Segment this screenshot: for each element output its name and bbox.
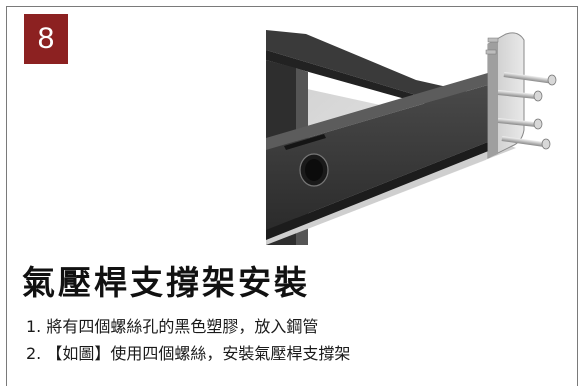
step-number-badge: 8: [24, 14, 68, 64]
instruction-item: 2. 【如圖】使用四個螺絲，安裝氣壓桿支撐架: [26, 344, 351, 363]
page-title: 氣壓桿支撐架安裝: [22, 263, 310, 302]
instruction-item: 1. 將有四個螺絲孔的黑色塑膠，放入鋼管: [26, 317, 319, 336]
instruction-list: 1. 將有四個螺絲孔的黑色塑膠，放入鋼管 2. 【如圖】使用四個螺絲，安裝氣壓桿…: [26, 313, 350, 367]
gas-strut-bracket-illustration-icon: [266, 20, 566, 245]
